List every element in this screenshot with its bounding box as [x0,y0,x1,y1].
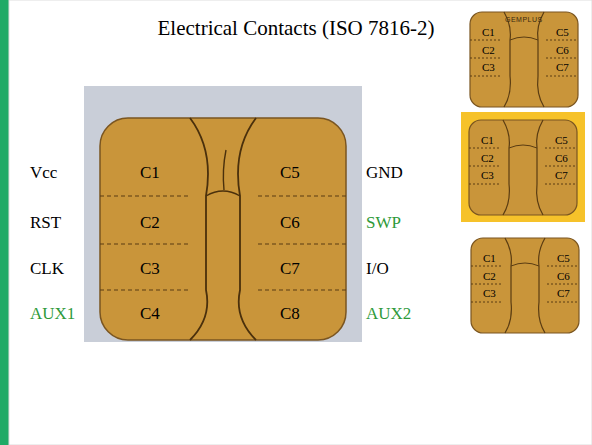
contact-label: C2 [483,271,496,282]
contact-label: C5 [280,164,300,181]
pin-name: AUX2 [366,305,411,322]
pin-name: AUX1 [30,305,75,322]
contact-label: C4 [140,305,160,322]
contact-label: C3 [140,260,160,277]
contact-label: C2 [481,153,494,164]
contact-label: C3 [483,288,496,299]
contact-label: C7 [280,260,300,277]
contact-label: C2 [140,214,160,231]
contact-label: C6 [556,45,569,56]
contact-label: C1 [140,164,160,181]
contact-label: C2 [482,45,495,56]
pin-name: SWP [366,214,401,231]
contact-label: C1 [482,27,495,38]
contact-label: C8 [280,305,300,322]
contact-label: C6 [557,271,570,282]
contact-label: C5 [555,135,568,146]
contact-label: C7 [556,62,569,73]
pin-name: RST [30,214,61,231]
pin-name: CLK [30,260,64,277]
pin-name: Vcc [30,164,57,181]
contact-label: C6 [555,153,568,164]
contact-label: C1 [483,253,496,264]
brand-label: GEMPLUS [505,16,543,23]
contact-label: C6 [280,214,300,231]
contact-label: C7 [555,170,568,181]
contact-label: C5 [557,253,570,264]
contact-label: C7 [557,288,570,299]
contact-label: C3 [482,62,495,73]
contact-label: C1 [481,135,494,146]
pin-name: GND [366,164,403,181]
slide-title: Electrical Contacts (ISO 7816-2) [0,16,592,41]
contact-label: C3 [481,170,494,181]
pin-name: I/O [366,260,389,277]
contact-label: C5 [556,27,569,38]
